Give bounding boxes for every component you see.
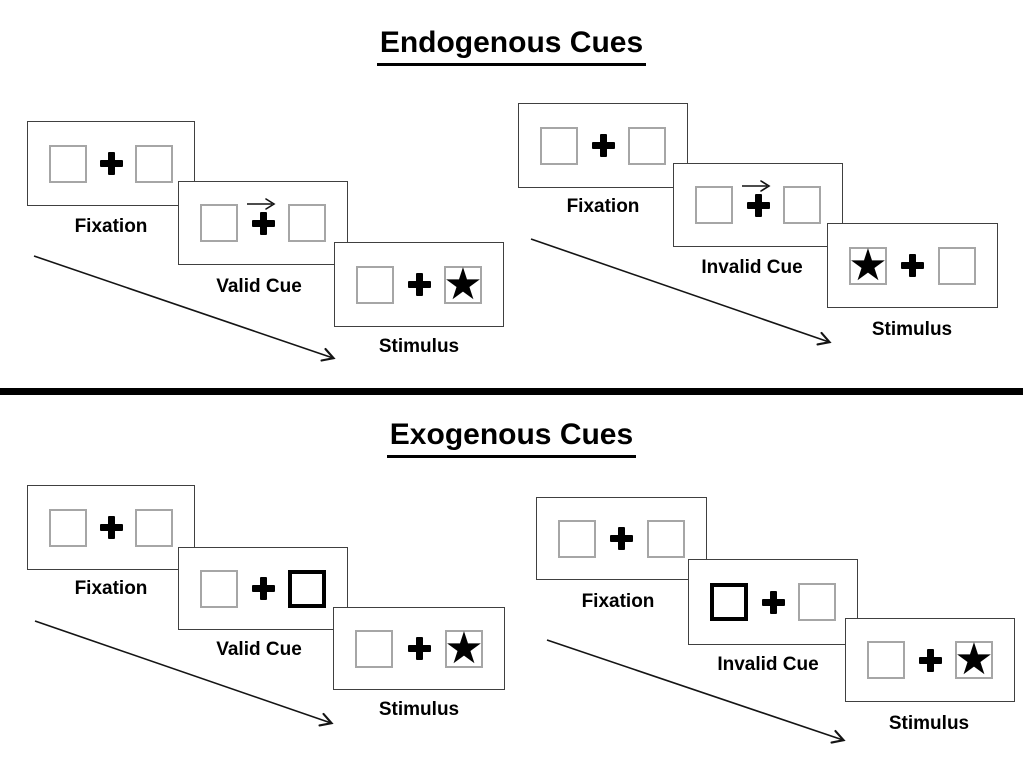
fixation-cross-icon xyxy=(251,211,275,235)
panel-label: Stimulus xyxy=(888,713,970,734)
sequence-arrow xyxy=(530,238,832,346)
cue-highlight-box xyxy=(710,583,748,621)
panel-label: Fixation xyxy=(566,196,640,217)
fixation-cross-icon xyxy=(610,527,633,550)
center-symbols xyxy=(251,577,275,600)
center-symbols xyxy=(99,152,123,175)
panel-label: Stimulus xyxy=(378,699,460,720)
center-symbols xyxy=(407,273,431,296)
section-title-text: Endogenous Cues xyxy=(376,26,647,66)
center-symbols xyxy=(247,197,276,235)
placeholder-box-left xyxy=(200,569,238,608)
star-stimulus-box: ★ xyxy=(444,623,484,673)
fixation-cross-icon xyxy=(591,134,615,157)
fixation-cross-icon xyxy=(99,516,123,539)
placeholder-box-left xyxy=(356,265,394,304)
center-symbols xyxy=(742,179,771,217)
fixation-cross-icon xyxy=(901,254,924,277)
fixation-cross-icon xyxy=(99,152,123,175)
section-title-exogenous: Exogenous Cues xyxy=(0,418,1023,458)
placeholder-box-right xyxy=(135,144,173,183)
placeholder-box-right xyxy=(783,186,821,224)
placeholder-box-left xyxy=(540,126,578,165)
fixation-cross-icon xyxy=(761,590,785,614)
placeholder-box-left xyxy=(49,144,87,183)
placeholder-box-left xyxy=(355,629,393,668)
placeholder-box-right xyxy=(135,508,173,547)
center-symbols xyxy=(407,637,431,660)
panel-label: Invalid Cue xyxy=(701,257,803,278)
center-symbols xyxy=(901,254,924,277)
center-symbols xyxy=(591,134,615,157)
section-title-text: Exogenous Cues xyxy=(386,418,637,458)
panel-valid-cue xyxy=(178,547,348,630)
placeholder-box-right xyxy=(798,583,836,621)
fixation-cross-icon xyxy=(407,637,431,660)
center-symbols xyxy=(761,590,785,614)
cue-highlight-box xyxy=(288,569,326,608)
panel-fixation xyxy=(27,485,195,570)
panel-label: Stimulus xyxy=(871,319,953,340)
panel-invalid-cue xyxy=(688,559,858,645)
panel-stimulus: ★ xyxy=(827,223,998,308)
panel-label: Fixation xyxy=(581,591,655,612)
section-divider xyxy=(0,388,1023,395)
placeholder-box-left xyxy=(558,519,596,558)
placeholder-box-right xyxy=(938,246,976,285)
panel-stimulus: ★ xyxy=(845,618,1015,702)
panel-stimulus: ★ xyxy=(333,607,505,690)
fixation-cross-icon xyxy=(251,577,275,600)
sequence-arrow xyxy=(546,639,846,744)
fixation-cross-icon xyxy=(746,193,770,217)
placeholder-box-right xyxy=(288,204,326,242)
panel-label: Valid Cue xyxy=(216,276,302,297)
panel-label: Invalid Cue xyxy=(717,654,819,675)
cue-arrow-icon xyxy=(742,179,771,192)
center-symbols xyxy=(610,527,633,550)
star-stimulus-box: ★ xyxy=(848,240,888,290)
cue-arrow-icon xyxy=(247,197,276,210)
panel-label: Fixation xyxy=(74,578,148,599)
center-symbols xyxy=(99,516,123,539)
placeholder-box-left xyxy=(49,508,87,547)
panel-label: Valid Cue xyxy=(216,639,302,660)
star-stimulus-box: ★ xyxy=(443,259,483,309)
center-symbols xyxy=(918,648,942,672)
panel-label: Fixation xyxy=(74,216,148,237)
fixation-cross-icon xyxy=(918,648,942,672)
panel-valid-cue xyxy=(178,181,348,265)
panel-stimulus: ★ xyxy=(334,242,504,327)
placeholder-box-left xyxy=(695,186,733,224)
section-title-endogenous: Endogenous Cues xyxy=(0,26,1023,66)
placeholder-box-right xyxy=(647,519,685,558)
panel-fixation xyxy=(536,497,707,580)
sequence-arrow xyxy=(34,620,334,727)
fixation-cross-icon xyxy=(407,273,431,296)
placeholder-box-right xyxy=(628,126,666,165)
panel-invalid-cue xyxy=(673,163,843,247)
panel-label: Stimulus xyxy=(378,336,460,357)
panel-fixation xyxy=(27,121,195,206)
star-stimulus-box: ★ xyxy=(954,635,994,684)
placeholder-box-left xyxy=(867,641,905,679)
sequence-arrow xyxy=(33,255,336,362)
panel-fixation xyxy=(518,103,688,188)
placeholder-box-left xyxy=(200,204,238,242)
